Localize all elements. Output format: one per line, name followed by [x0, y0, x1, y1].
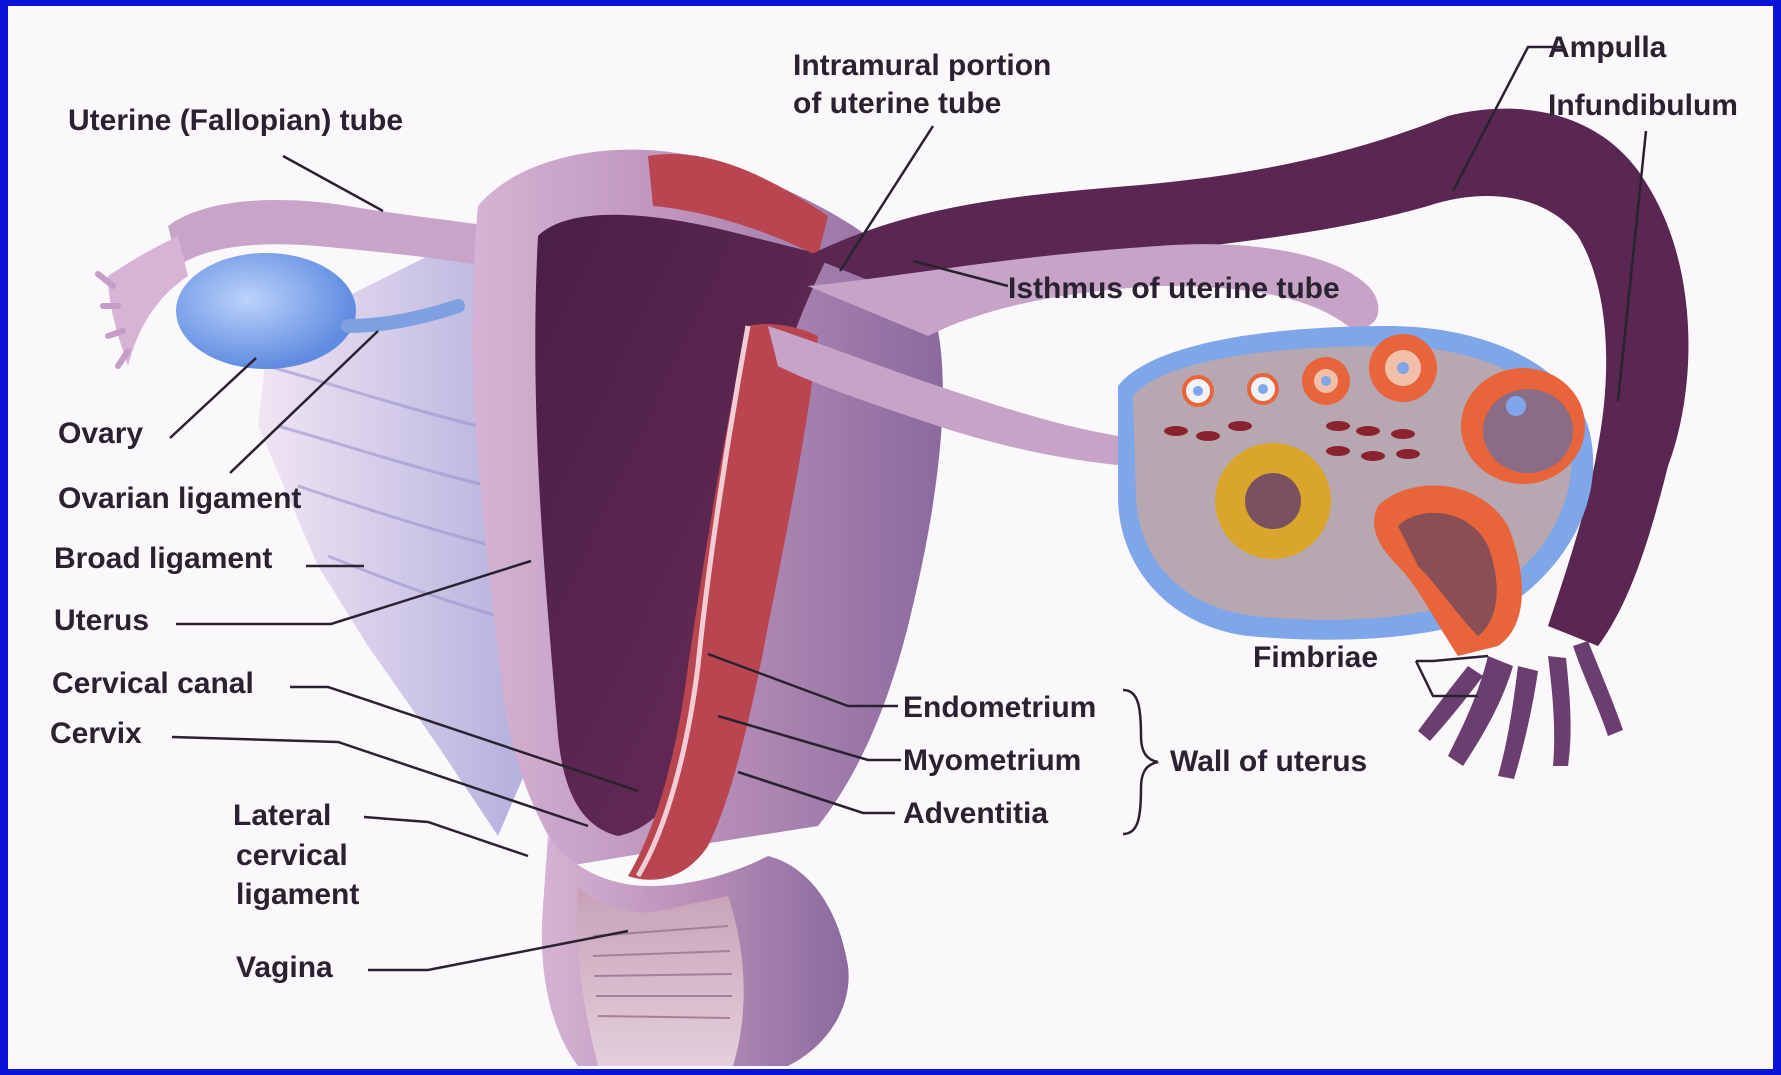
label-wall-of-uterus: Wall of uterus: [1170, 744, 1367, 780]
label-intramural-line2: of uterine tube: [793, 86, 1001, 122]
diagram-frame: Uterine (Fallopian) tube Intramural port…: [8, 6, 1773, 1069]
label-ampulla: Ampulla: [1548, 30, 1666, 66]
right-ovary-section-shape: [1118, 326, 1593, 656]
label-adventitia: Adventitia: [903, 796, 1048, 832]
label-endometrium: Endometrium: [903, 690, 1096, 726]
label-isthmus: Isthmus of uterine tube: [1008, 271, 1340, 307]
label-myometrium: Myometrium: [903, 743, 1081, 779]
fimbriae-shape: [1418, 641, 1623, 779]
label-lateral-line2: cervical: [236, 838, 348, 874]
left-ovary-shape: [176, 253, 356, 369]
label-infundibulum: Infundibulum: [1548, 88, 1738, 124]
label-vagina: Vagina: [236, 950, 333, 986]
label-intramural-line1: Intramural portion: [793, 48, 1051, 84]
label-lateral-line3: ligament: [236, 877, 359, 913]
label-uterus: Uterus: [54, 603, 149, 639]
label-fimbriae: Fimbriae: [1253, 640, 1378, 676]
label-uterine-tube: Uterine (Fallopian) tube: [68, 103, 403, 139]
label-broad-ligament: Broad ligament: [54, 541, 272, 577]
label-ovarian-ligament: Ovarian ligament: [58, 481, 301, 517]
cervix-vagina-shape: [542, 836, 849, 1066]
label-cervix: Cervix: [50, 716, 142, 752]
label-cervical-canal: Cervical canal: [52, 666, 254, 702]
label-ovary: Ovary: [58, 416, 143, 452]
label-lateral-line1: Lateral: [233, 798, 331, 834]
